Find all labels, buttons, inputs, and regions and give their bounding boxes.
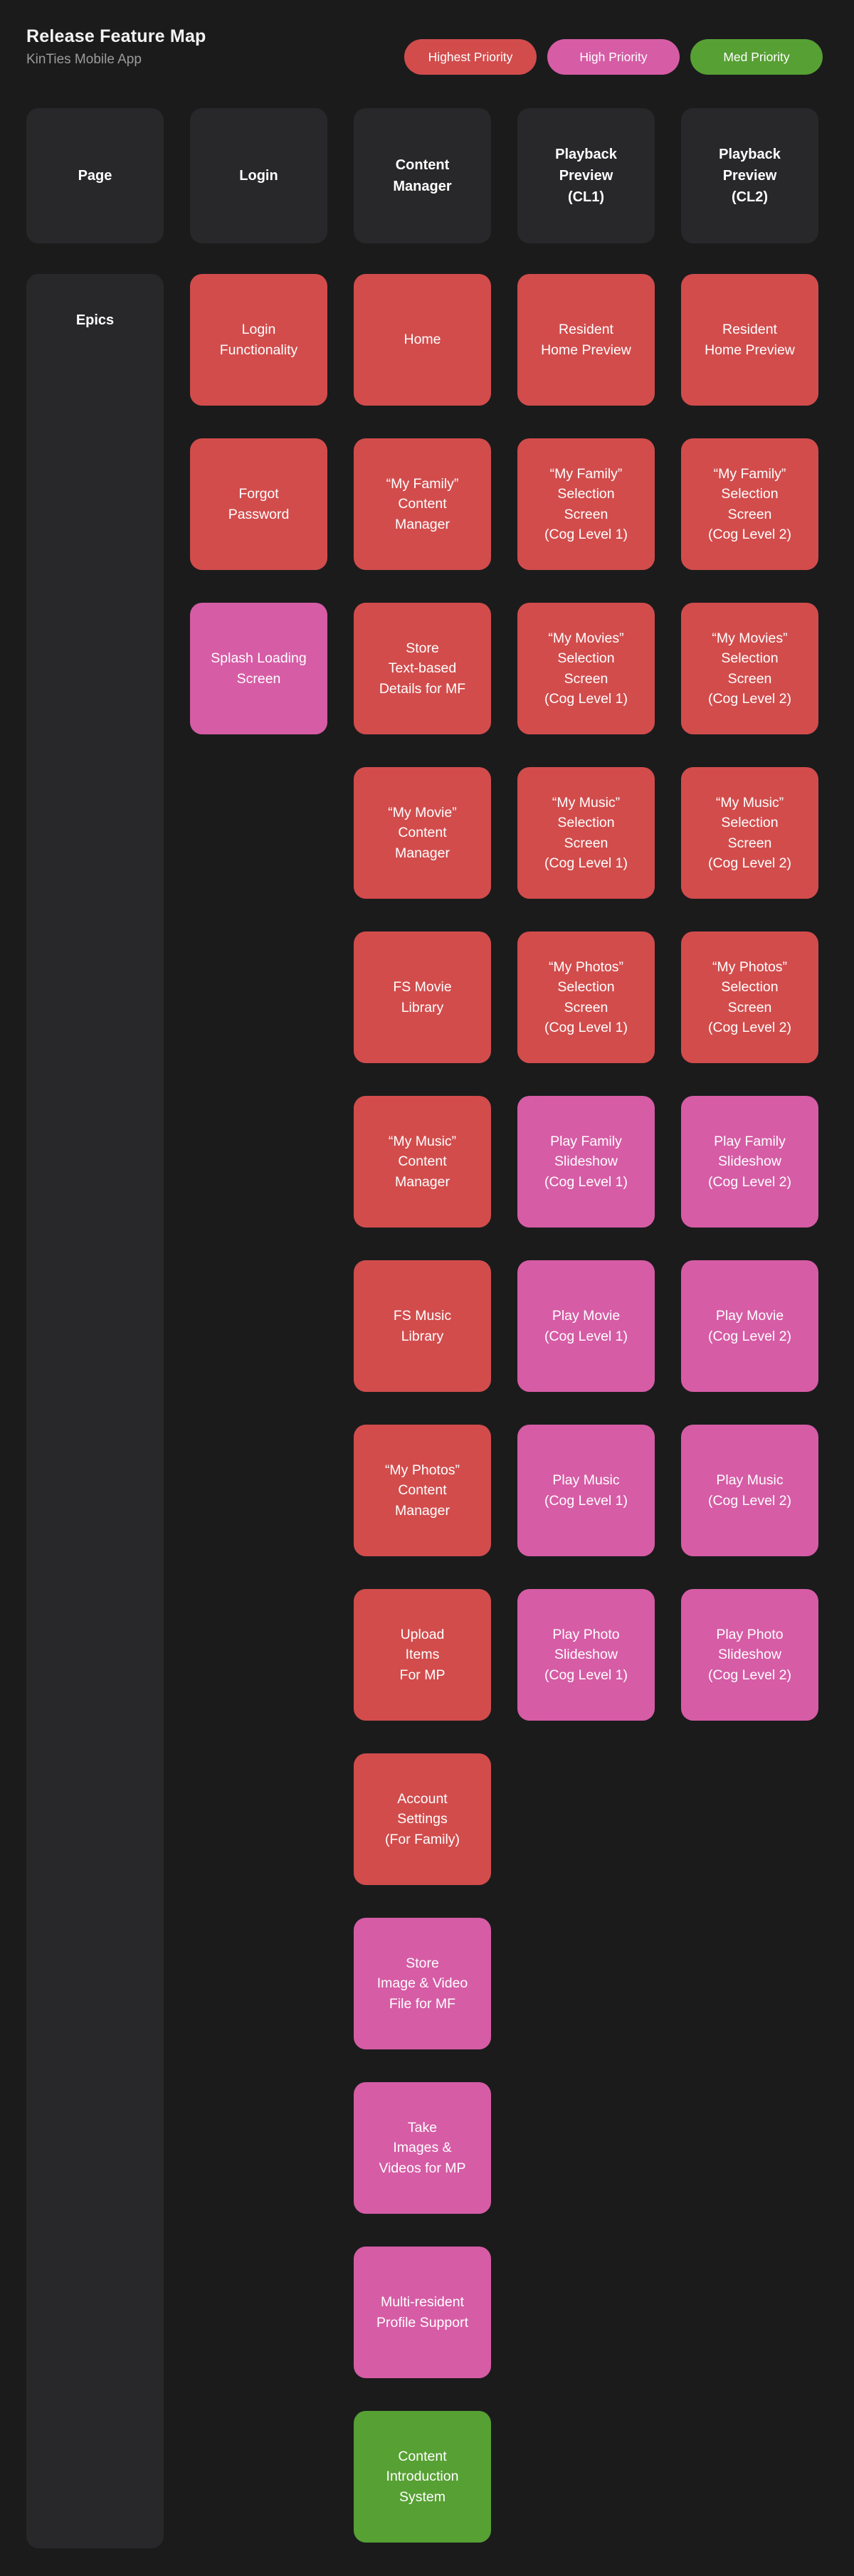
feature-card[interactable]: “My Movies” Selection Screen (Cog Level …	[681, 603, 818, 734]
page-header: Release Feature Map KinTies Mobile App H…	[26, 26, 823, 75]
feature-card[interactable]: “My Photos” Selection Screen (Cog Level …	[681, 931, 818, 1063]
feature-card[interactable]: Resident Home Preview	[517, 274, 655, 406]
column-playback-preview-cl1: Playback Preview (CL1) Resident Home Prev…	[517, 108, 655, 2575]
title-block: Release Feature Map KinTies Mobile App	[26, 26, 206, 68]
feature-card[interactable]: Forgot Password	[190, 438, 327, 570]
column-header-login[interactable]: Login	[190, 108, 327, 243]
feature-card[interactable]: “My Music” Selection Screen (Cog Level 1…	[517, 767, 655, 899]
priority-legend: Highest Priority High Priority Med Priorit…	[404, 39, 823, 75]
page-title: Release Feature Map	[26, 26, 206, 46]
legend-pill-med-priority[interactable]: Med Priority	[690, 39, 823, 75]
feature-card[interactable]: Play Family Slideshow (Cog Level 1)	[517, 1096, 655, 1228]
feature-card[interactable]: “My Family” Content Manager	[354, 438, 491, 570]
feature-card[interactable]: “My Music” Content Manager	[354, 1096, 491, 1228]
feature-card[interactable]: FS Movie Library	[354, 931, 491, 1063]
legend-pill-highest-priority[interactable]: Highest Priority	[404, 39, 537, 75]
feature-card[interactable]: Play Movie (Cog Level 2)	[681, 1260, 818, 1392]
feature-card[interactable]: Upload Items For MP	[354, 1589, 491, 1721]
feature-card[interactable]: Resident Home Preview	[681, 274, 818, 406]
feature-card[interactable]: Play Photo Slideshow (Cog Level 2)	[681, 1589, 818, 1721]
feature-card[interactable]: Account Settings (For Family)	[354, 1753, 491, 1885]
feature-card[interactable]: Home	[354, 274, 491, 406]
legend-pill-high-priority[interactable]: High Priority	[547, 39, 680, 75]
feature-card[interactable]: “My Photos” Content Manager	[354, 1425, 491, 1556]
feature-card[interactable]: Play Movie (Cog Level 1)	[517, 1260, 655, 1392]
feature-card[interactable]: Content Introduction System	[354, 2411, 491, 2543]
column-playback-preview-cl2: Playback Preview (CL2) Resident Home Prev…	[681, 108, 818, 2575]
feature-card[interactable]: Take Images & Videos for MP	[354, 2082, 491, 2214]
column-header-playback-preview-cl2[interactable]: Playback Preview (CL2)	[681, 108, 818, 243]
feature-card[interactable]: Login Functionality	[190, 274, 327, 406]
feature-card[interactable]: “My Music” Selection Screen (Cog Level 2…	[681, 767, 818, 899]
column-header-content-manager[interactable]: Content Manager	[354, 108, 491, 243]
feature-card[interactable]: Play Music (Cog Level 2)	[681, 1425, 818, 1556]
feature-card[interactable]: FS Music Library	[354, 1260, 491, 1392]
feature-card[interactable]: Multi-resident Profile Support	[354, 2247, 491, 2378]
feature-card[interactable]: Play Photo Slideshow (Cog Level 1)	[517, 1589, 655, 1721]
column-header-playback-preview-cl1[interactable]: Playback Preview (CL1)	[517, 108, 655, 243]
feature-card[interactable]: Splash Loading Screen	[190, 603, 327, 734]
feature-card[interactable]: “My Movie” Content Manager	[354, 767, 491, 899]
epics-row-card[interactable]: Epics	[26, 274, 164, 2548]
feature-card[interactable]: Store Image & Video File for MF	[354, 1918, 491, 2049]
feature-card[interactable]: Play Music (Cog Level 1)	[517, 1425, 655, 1556]
feature-card[interactable]: “My Movies” Selection Screen (Cog Level …	[517, 603, 655, 734]
page-subtitle: KinTies Mobile App	[26, 52, 142, 67]
feature-card[interactable]: Store Text-based Details for MF	[354, 603, 491, 734]
feature-card[interactable]: “My Family” Selection Screen (Cog Level …	[681, 438, 818, 570]
column-header-page[interactable]: Page	[26, 108, 164, 243]
feature-card[interactable]: Play Family Slideshow (Cog Level 2)	[681, 1096, 818, 1228]
feature-card[interactable]: “My Photos” Selection Screen (Cog Level …	[517, 931, 655, 1063]
feature-card[interactable]: “My Family” Selection Screen (Cog Level …	[517, 438, 655, 570]
epics-row-label: Epics	[75, 312, 115, 328]
